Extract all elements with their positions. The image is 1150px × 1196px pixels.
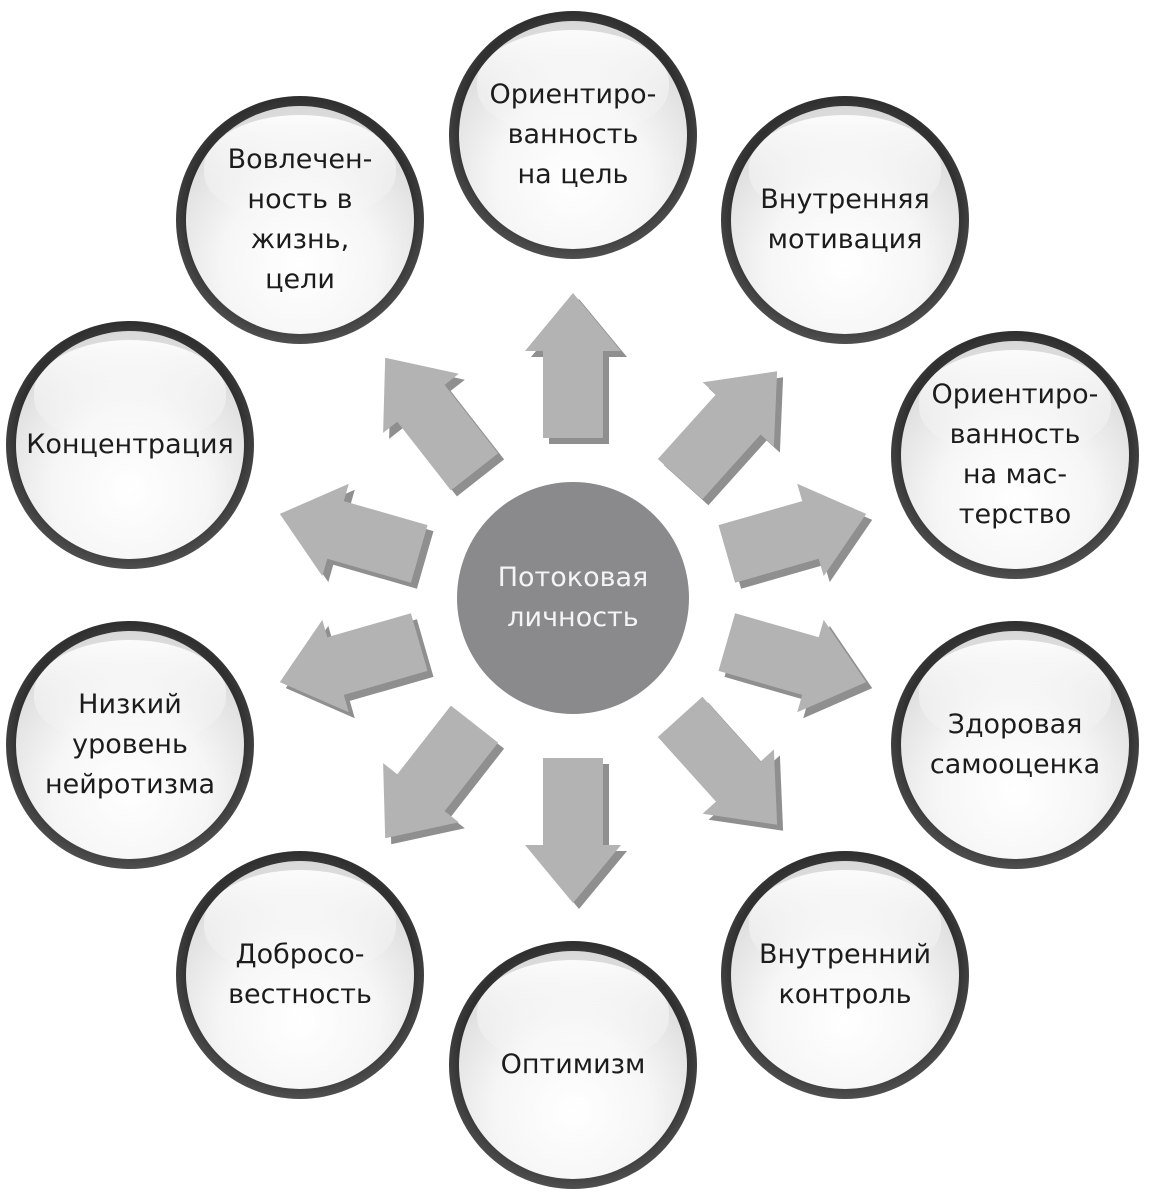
trait-label: Добросо- вестность <box>228 939 372 1010</box>
trait-node-intrinsic-motivation: Внутренняя мотивация <box>721 96 969 344</box>
arrow-to-healthy-self-esteem <box>718 613 867 713</box>
trait-node-life-engagement: Вовлечен- ность в жизнь, цели <box>176 96 424 344</box>
trait-label: Внутренняя мотивация <box>760 184 930 255</box>
arrow-to-life-engagement <box>383 357 499 491</box>
arrow-to-intrinsic-motivation <box>657 371 778 500</box>
trait-node-face: Концентрация <box>16 331 244 559</box>
trait-node-goal-orientation: Ориентиро- ванность на цель <box>449 11 697 259</box>
trait-node-face: Ориентиро- ванность на мас- терство <box>901 341 1129 569</box>
trait-node-face: Низкий уровень нейротизма <box>16 631 244 859</box>
trait-label: Вовлечен- ность в жизнь, цели <box>227 144 373 295</box>
trait-node-face: Ориентиро- ванность на цель <box>459 21 687 249</box>
trait-node-face: Оптимизм <box>459 951 687 1179</box>
arrow-to-mastery-orientation <box>718 483 867 583</box>
center-node: Потоковая личность <box>457 482 689 714</box>
trait-node-face: Внутренний контроль <box>731 861 959 1089</box>
trait-node-healthy-self-esteem: Здоровая самооценка <box>891 621 1139 869</box>
trait-node-internal-control: Внутренний контроль <box>721 851 969 1099</box>
trait-node-conscientiousness: Добросо- вестность <box>176 851 424 1099</box>
trait-node-concentration: Концентрация <box>6 321 254 569</box>
trait-label: Оптимизм <box>500 1049 646 1080</box>
trait-label: Ориентиро- ванность на цель <box>489 79 657 190</box>
arrow-to-internal-control <box>657 696 778 825</box>
trait-node-optimism: Оптимизм <box>449 941 697 1189</box>
trait-node-face: Добросо- вестность <box>186 861 414 1089</box>
trait-label: Здоровая самооценка <box>929 709 1101 780</box>
trait-node-face: Внутренняя мотивация <box>731 106 959 334</box>
trait-label: Внутренний контроль <box>758 939 932 1010</box>
arrow-to-low-neuroticism <box>279 613 428 713</box>
trait-node-face: Здоровая самооценка <box>901 631 1129 859</box>
arrow-to-concentration <box>279 483 428 583</box>
trait-node-low-neuroticism: Низкий уровень нейротизма <box>6 621 254 869</box>
center-label: Потоковая личность <box>497 562 649 633</box>
arrow-to-goal-orientation <box>525 293 621 438</box>
trait-label: Ориентиро- ванность на мас- терство <box>931 379 1099 530</box>
trait-node-face: Вовлечен- ность в жизнь, цели <box>186 106 414 334</box>
trait-node-mastery-orientation: Ориентиро- ванность на мас- терство <box>891 331 1139 579</box>
trait-label: Концентрация <box>26 429 234 460</box>
arrow-to-optimism <box>525 758 621 903</box>
arrow-to-conscientiousness <box>383 705 499 839</box>
trait-label: Низкий уровень нейротизма <box>44 689 215 800</box>
